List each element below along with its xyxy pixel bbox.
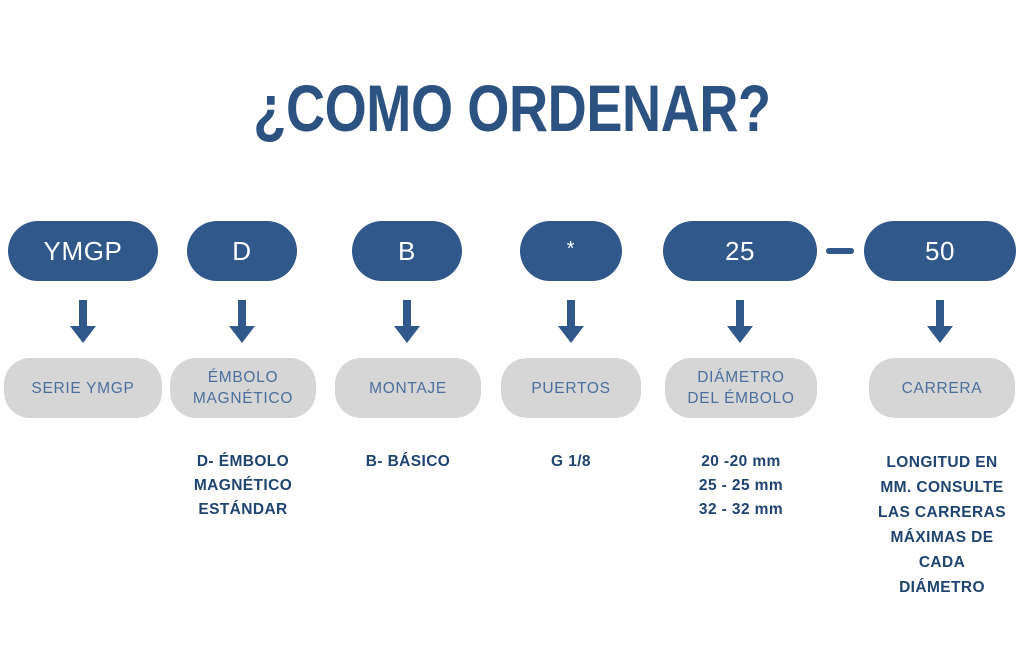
arrow-head	[394, 326, 420, 343]
label-box-serie: SERIE YMGP	[4, 358, 162, 418]
arrow-shaft	[238, 300, 246, 328]
arrow-head	[927, 326, 953, 343]
description-carrera: LONGITUD EN MM. CONSULTE LAS CARRERAS MÁ…	[878, 454, 1006, 596]
label-box-diametro-text: DIÁMETRO DEL ÉMBOLO	[687, 369, 795, 407]
code-pill-montaje-label: B	[398, 235, 416, 266]
code-pill-embolo-label: D	[232, 235, 252, 266]
description-embolo: D- ÉMBOLO MAGNÉTICO ESTÁNDAR	[193, 453, 293, 518]
code-pill-puertos-label: *	[566, 237, 576, 260]
description-puertos: G 1/8	[551, 453, 591, 470]
arrow-down-carrera	[927, 300, 953, 343]
arrow-down-montaje	[394, 300, 420, 343]
label-box-embolo-text: ÉMBOLO MAGNÉTICO	[192, 369, 294, 407]
label-box-carrera-text: CARRERA	[901, 379, 983, 397]
label-box-diametro: DIÁMETRO DEL ÉMBOLO	[665, 358, 817, 418]
description-montaje: B- BÁSICO	[365, 453, 451, 470]
arrow-shaft	[403, 300, 411, 328]
code-pill-puertos[interactable]: *	[520, 221, 622, 281]
label-box-serie-text: SERIE YMGP	[31, 379, 135, 397]
arrow-shaft	[567, 300, 575, 328]
code-pill-carrera[interactable]: 50	[864, 221, 1016, 281]
label-box-montaje-text: MONTAJE	[369, 379, 447, 397]
arrow-down-diametro	[727, 300, 753, 343]
label-box-puertos: PUERTOS	[501, 358, 641, 418]
code-pill-diametro-label: 25	[724, 235, 756, 266]
code-pill-serie[interactable]: YMGP	[8, 221, 158, 281]
label-box-embolo: ÉMBOLO MAGNÉTICO	[170, 358, 316, 418]
arrow-shaft	[79, 300, 87, 328]
arrow-head	[229, 326, 255, 343]
code-pill-carrera-label: 50	[924, 235, 956, 266]
arrow-down-puertos	[558, 300, 584, 343]
code-pill-montaje[interactable]: B	[352, 221, 462, 281]
arrow-down-serie	[70, 300, 96, 343]
code-pill-diametro[interactable]: 25	[663, 221, 817, 281]
label-box-carrera: CARRERA	[869, 358, 1015, 418]
arrow-shaft	[736, 300, 744, 328]
arrow-head	[70, 326, 96, 343]
arrow-down-embolo	[229, 300, 255, 343]
arrow-head	[558, 326, 584, 343]
label-box-montaje: MONTAJE	[335, 358, 481, 418]
code-pill-embolo[interactable]: D	[187, 221, 297, 281]
page-title: ¿COMO ORDENAR?	[253, 71, 771, 145]
label-box-puertos-text: PUERTOS	[531, 379, 611, 397]
description-diametro: 20 -20 mm 25 - 25 mm 32 - 32 mm	[698, 453, 784, 518]
arrow-head	[727, 326, 753, 343]
separator-dash	[826, 248, 854, 254]
arrow-shaft	[936, 300, 944, 328]
code-pill-serie-label: YMGP	[43, 235, 123, 266]
